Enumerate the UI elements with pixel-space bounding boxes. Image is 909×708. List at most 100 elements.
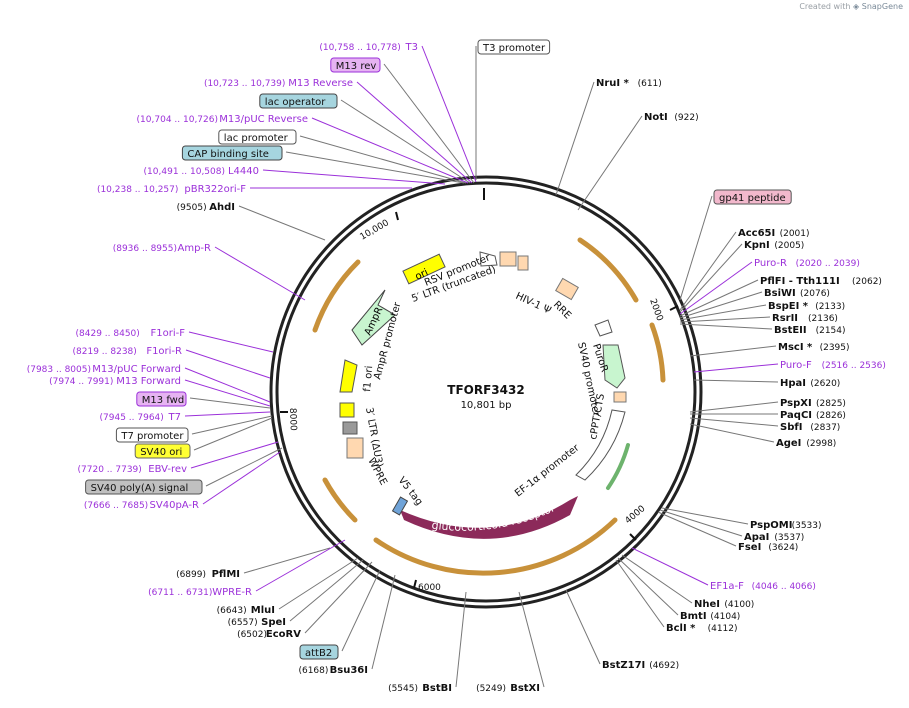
label-spei[interactable]: SpeI(6557) — [228, 617, 286, 628]
leader-line-rsrii — [679, 316, 771, 323]
label-t7-promoter[interactable]: T7 promoter — [115, 427, 189, 443]
sv40-promoter-shape — [613, 391, 627, 403]
label-bspei[interactable]: BspEI *(2133) — [768, 301, 845, 312]
backbone-outer — [269, 175, 703, 609]
label-ecorv[interactable]: EcoRV(6502) — [237, 629, 301, 640]
leader-line-msci — [689, 345, 777, 357]
label-lac-operator[interactable]: lac operator — [259, 93, 338, 109]
ltr3-label: 3′ LTR (ΔU3) — [363, 407, 384, 469]
label-range-nhei: (4100) — [724, 600, 754, 610]
leader-line-cap-binding-site — [285, 151, 465, 184]
label-pflfi-tth111i[interactable]: PflFI - Tth111I(2062) — [760, 276, 882, 287]
leader-line-sv40pa-r — [202, 451, 281, 505]
leader-line-m13-puc-reverse — [311, 117, 469, 184]
label-bstbi[interactable]: BstBI(5545) — [388, 683, 452, 694]
label-bcli[interactable]: BclI *(4112) — [666, 623, 738, 634]
label-acc65i[interactable]: Acc65I(2001) — [738, 228, 810, 239]
label-sv40-ori[interactable]: SV40 ori — [134, 443, 191, 459]
label-name-pspxi: PspXI — [780, 398, 812, 409]
label-t3-promoter[interactable]: T3 promoter — [477, 39, 551, 55]
label-m13-rev[interactable]: M13 rev — [330, 57, 381, 73]
label-pbr322ori-f[interactable]: pBR322ori-F(10,238 .. 10,257) — [97, 184, 246, 195]
label-range-bstxi: (5249) — [476, 684, 506, 694]
label-bsteii[interactable]: BstEII(2154) — [774, 325, 846, 336]
label-hpai[interactable]: HpaI(2620) — [780, 378, 840, 389]
label-puro-f[interactable]: Puro-F(2516 .. 2536) — [780, 360, 886, 371]
label-gp41-peptide[interactable]: gp41 peptide — [713, 189, 792, 205]
label-m13-puc-reverse[interactable]: M13/pUC Reverse(10,704 .. 10,726) — [137, 114, 308, 125]
label-amp-r[interactable]: Amp-R(8936 .. 8955) — [113, 243, 211, 254]
label-sbfi[interactable]: SbfI(2837) — [780, 422, 840, 433]
label-nhei[interactable]: NheI(4100) — [694, 599, 754, 610]
label-pspxi[interactable]: PspXI(2825) — [780, 398, 846, 409]
label-nrui[interactable]: NruI *(611) — [596, 78, 662, 89]
label-box-t7-promoter — [115, 427, 189, 443]
label-t3[interactable]: T3(10,758 .. 10,778) — [319, 42, 418, 53]
label-wpre-r[interactable]: WPRE-R(6711 .. 6731) — [148, 587, 252, 598]
label-m13-puc-forward[interactable]: M13/pUC Forward(7983 .. 8005) — [27, 364, 181, 375]
label-pflmi[interactable]: PflMI(6899) — [176, 569, 240, 580]
leader-line-sv40-poly-a-signal — [205, 447, 283, 487]
label-lac-promoter[interactable]: lac promoter — [218, 129, 297, 145]
label-ebv-rev[interactable]: EBV-rev(7720 .. 7739) — [78, 464, 188, 475]
label-noti[interactable]: NotI(922) — [644, 112, 699, 123]
leader-line-apai — [659, 509, 743, 537]
label-name-ef1a-f: EF1a-F — [710, 581, 744, 592]
label-mlui[interactable]: MluI(6643) — [217, 605, 275, 616]
cppt-shape — [594, 319, 613, 337]
label-box-gp41-peptide — [713, 189, 792, 205]
label-bsu36i[interactable]: Bsu36I(6168) — [298, 665, 368, 676]
label-attb2[interactable]: attB2 — [299, 644, 339, 660]
label-msci[interactable]: MscI *(2395) — [778, 342, 850, 353]
label-f1ori-r[interactable]: F1ori-R(8219 .. 8238) — [73, 346, 183, 357]
leader-line-t7 — [184, 411, 271, 417]
label-fsei[interactable]: FseI(3624) — [738, 542, 798, 553]
leader-line-bspei — [679, 304, 767, 321]
label-rsrii[interactable]: RsrII(2136) — [772, 313, 838, 324]
label-sv40pa-r[interactable]: SV40pA-R(7666 .. 7685) — [84, 500, 199, 511]
label-bstxi[interactable]: BstXI(5249) — [476, 683, 540, 694]
label-range-bsu36i: (6168) — [298, 666, 328, 676]
ampr-shape — [351, 289, 396, 346]
label-text-m13-fwd: M13 fwd — [142, 395, 184, 406]
label-text-sv40-ori: SV40 ori — [140, 447, 182, 458]
label-sv40-poly-a-signal[interactable]: SV40 poly(A) signal — [85, 479, 203, 495]
label-range-t7: (7945 .. 7964) — [100, 413, 164, 423]
plasmid-length: 10,801 bp — [461, 400, 512, 411]
polya-shape — [342, 421, 358, 435]
label-kpni[interactable]: KpnI(2005) — [744, 240, 804, 251]
label-range-m13-puc-forward: (7983 .. 8005) — [27, 365, 91, 375]
tick-4000: 4000 — [624, 504, 648, 527]
label-m13-reverse[interactable]: M13 Reverse(10,723 .. 10,739) — [204, 78, 353, 89]
label-cap-binding-site[interactable]: CAP binding site — [181, 145, 283, 161]
label-agei[interactable]: AgeI(2998) — [776, 438, 836, 449]
label-range-mlui: (6643) — [217, 606, 247, 616]
leader-line-ef1a-f — [631, 547, 709, 586]
label-paqci[interactable]: PaqCI(2826) — [780, 410, 846, 421]
label-m13-forward[interactable]: M13 Forward(7974 .. 7991) — [49, 376, 181, 387]
label-puro-r[interactable]: Puro-R(2020 .. 2039) — [754, 258, 860, 269]
label-range-sbfi: (2837) — [810, 423, 840, 433]
label-f1ori-f[interactable]: F1ori-F(8429 .. 8450) — [76, 328, 186, 339]
leader-line-agei — [689, 423, 775, 443]
label-t7[interactable]: T7(7945 .. 7964) — [100, 412, 181, 423]
label-bstz17i[interactable]: BstZ17I(4692) — [602, 660, 679, 671]
label-range-bsiwi: (2076) — [800, 289, 830, 299]
label-m13-fwd[interactable]: M13 fwd — [136, 391, 187, 407]
label-pspomi[interactable]: PspOMI(3533) — [750, 520, 822, 531]
label-apai[interactable]: ApaI(3537) — [744, 532, 804, 543]
label-ef1a-f[interactable]: EF1a-F(4046 .. 4066) — [710, 581, 816, 592]
puror-shape — [602, 344, 626, 389]
snapgene-logo: ◈ SnapGene — [853, 2, 903, 11]
label-ahdi[interactable]: AhdI(9505) — [177, 202, 235, 213]
label-name-bsu36i: Bsu36I — [330, 665, 368, 676]
label-name-pflfi-tth111i: PflFI - Tth111I — [760, 276, 840, 287]
label-bsiwi[interactable]: BsiWI(2076) — [764, 288, 830, 299]
tick-2000: 2000 — [647, 298, 664, 323]
label-l4440[interactable]: L4440(10,491 .. 10,508) — [144, 166, 259, 177]
leader-line-pspxi — [689, 401, 779, 413]
label-bmti[interactable]: BmtI(4104) — [680, 611, 740, 622]
label-range-ebv-rev: (7720 .. 7739) — [78, 465, 142, 475]
